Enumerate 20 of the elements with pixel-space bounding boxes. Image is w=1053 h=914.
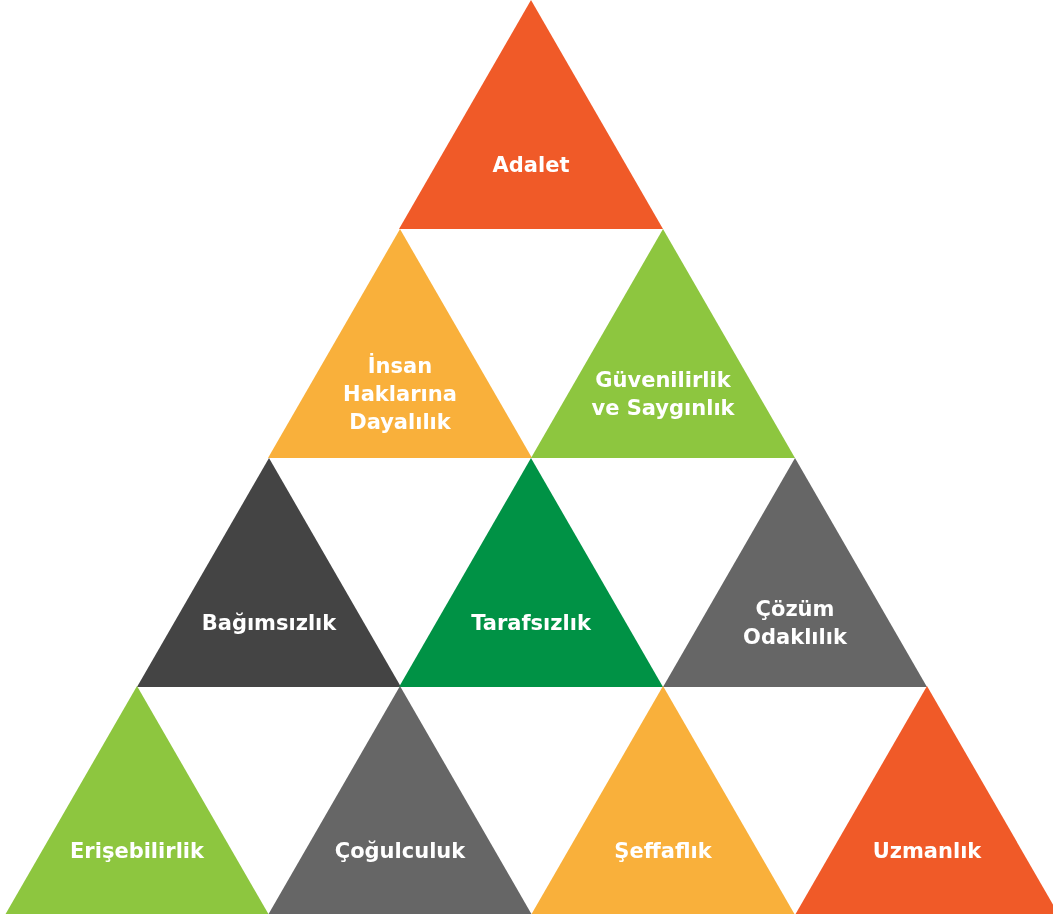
- triangle-tile: [268, 686, 532, 914]
- tile-label: Bağımsızlık: [200, 609, 338, 637]
- tile-label: Uzmanlık: [871, 837, 983, 865]
- triangle-tile: [268, 229, 532, 458]
- triangle-tile: [531, 686, 795, 914]
- triangle-tile: [399, 458, 663, 687]
- triangle-tile: [137, 458, 401, 687]
- tile-label: Erişebilirlik: [69, 837, 205, 865]
- tile-label: İnsan Haklarına Dayalılık: [342, 352, 458, 436]
- triangle-tile: [5, 686, 269, 914]
- tile-label: Çözüm Odaklılık: [742, 595, 848, 651]
- tile-label: Adalet: [491, 151, 571, 179]
- triangle-tile: [795, 686, 1053, 914]
- triangle-tile: [399, 0, 663, 229]
- triangle-tile: [531, 229, 795, 458]
- tile-label: Tarafsızlık: [470, 609, 592, 637]
- triangle-tile: [663, 458, 927, 687]
- tile-label: Güvenilirlik ve Saygınlık: [590, 366, 736, 422]
- tile-label: Şeffaflık: [613, 837, 713, 865]
- tile-label: Çoğulculuk: [333, 837, 467, 865]
